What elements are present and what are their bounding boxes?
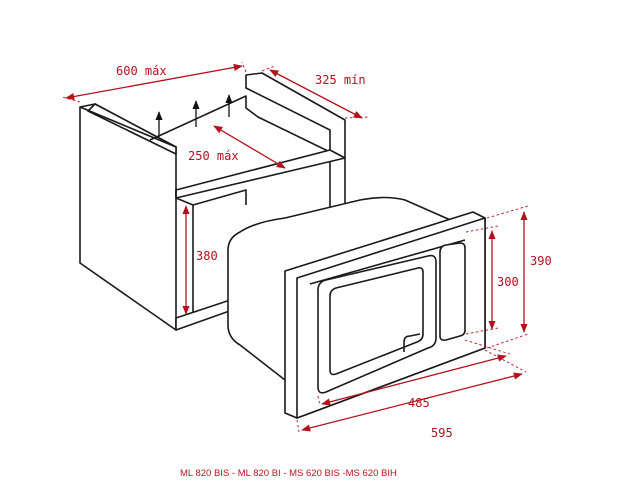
extension-line — [486, 205, 529, 219]
extension-line — [296, 419, 300, 433]
label-niche-height: 380 — [196, 249, 218, 263]
extension-line — [465, 225, 499, 233]
cabinet-left-panel — [79, 103, 177, 331]
label-frame-height: 390 — [530, 254, 552, 268]
label-frame-width: 595 — [431, 426, 453, 440]
extension-line — [486, 333, 529, 349]
dim-line-opening-max — [213, 125, 286, 169]
label-oven-height: 300 — [497, 275, 519, 289]
dimension-lines — [61, 61, 529, 433]
label-width-max: 600 máx — [116, 64, 167, 78]
dim-line-frame-width — [301, 372, 523, 432]
label-oven-width: 485 — [408, 396, 430, 410]
label-opening-max: 250 máx — [188, 149, 239, 163]
dim-line-width-max — [65, 63, 243, 101]
oven-handle-recess — [403, 333, 421, 352]
model-caption: ML 820 BIS - ML 820 BI - MS 620 BIS -MS … — [180, 468, 397, 479]
extension-line — [241, 61, 247, 73]
oven-control-panel — [439, 242, 466, 341]
dimension-labels: 600 máx 325 mín 250 máx 380 390 300 485 … — [116, 64, 552, 440]
extension-line — [61, 96, 81, 103]
dim-line-depth-min — [269, 69, 363, 119]
extension-line — [344, 116, 369, 119]
extension-line — [261, 65, 276, 72]
label-depth-min: 325 mín — [315, 73, 366, 87]
cabinet-inner-back — [175, 189, 247, 315]
extension-line — [484, 349, 527, 373]
cabinet-front-top-edge — [79, 106, 177, 148]
frame-inner-cut — [309, 239, 466, 285]
